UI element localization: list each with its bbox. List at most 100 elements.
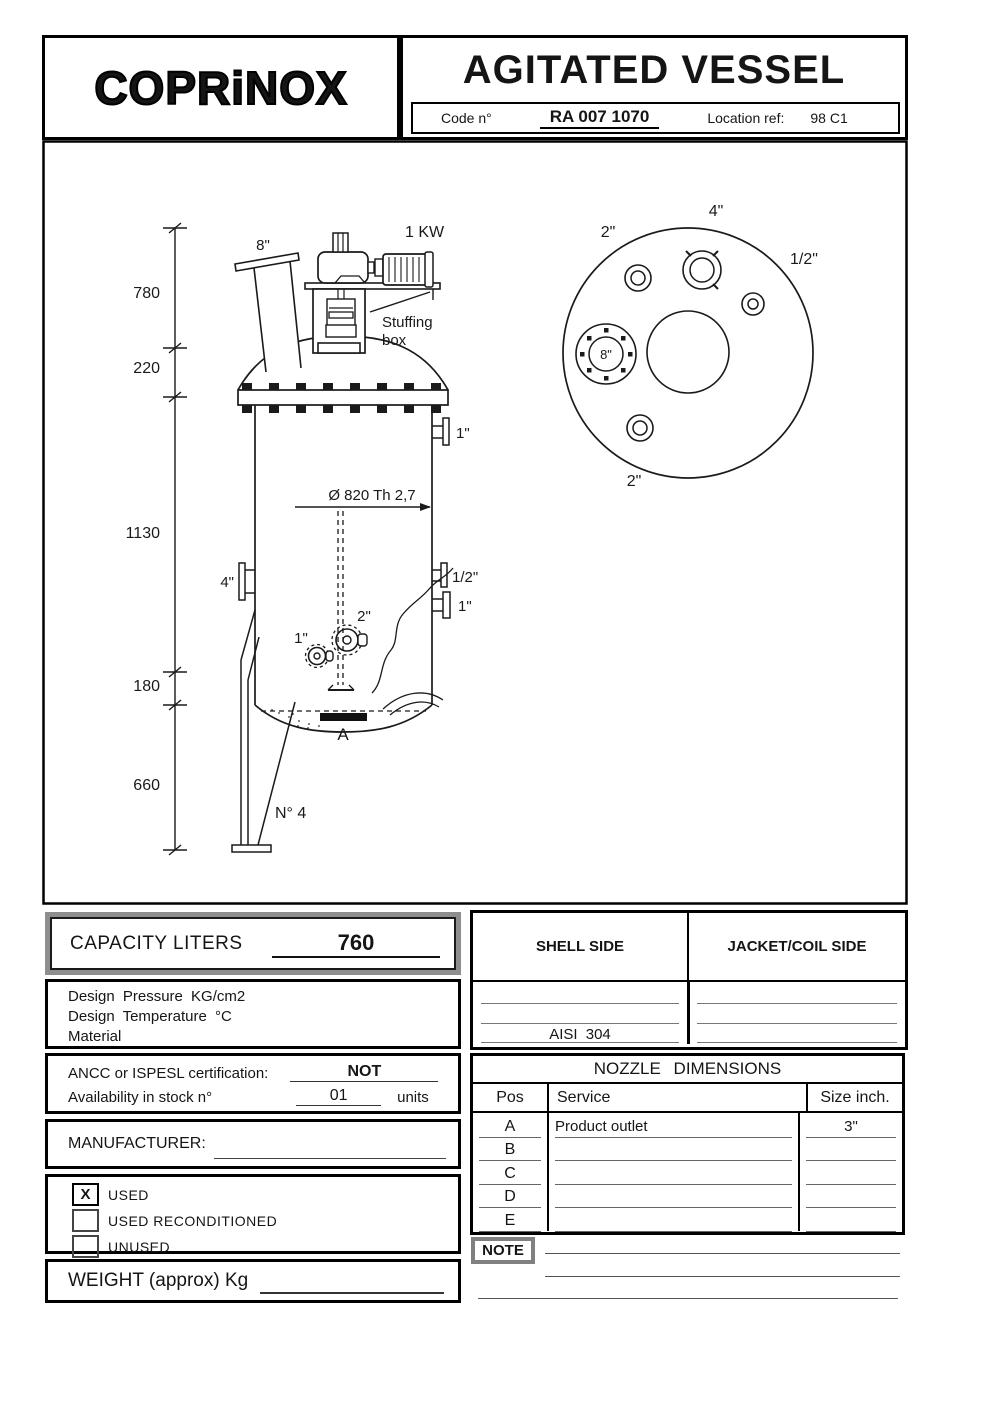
vessel-top-view bbox=[562, 227, 814, 479]
motor bbox=[382, 251, 434, 288]
service-cell: Product outlet bbox=[555, 1113, 792, 1138]
jacket-material-line bbox=[697, 1042, 897, 1043]
vessel-side-view bbox=[231, 232, 454, 853]
sides-table-body: AISI 304 bbox=[473, 982, 905, 1044]
top-view-nozzle-2in-lower bbox=[626, 414, 654, 442]
size-cell bbox=[806, 1207, 896, 1232]
weight-box: WEIGHT (approx) Kg bbox=[45, 1259, 461, 1303]
sides-table: SHELL SIDE JACKET/COIL SIDE AISI 304 bbox=[470, 910, 908, 1050]
diameter-note: Ø 820 Th 2,7 bbox=[328, 487, 415, 504]
title-box: AGITATED VESSEL Code n° RA 007 1070 Loca… bbox=[400, 35, 908, 140]
weight-blank-line bbox=[260, 1280, 444, 1294]
nozzle-8in-side bbox=[234, 252, 302, 373]
top-label-half: 1/2" bbox=[790, 251, 818, 268]
pos-cell: B bbox=[479, 1137, 541, 1162]
page-title: AGITATED VESSEL bbox=[462, 48, 846, 92]
nozzle-dimensions-table: NOZZLE DIMENSIONS Pos Service Size inch.… bbox=[470, 1053, 905, 1235]
nozzle-row-b: B bbox=[473, 1136, 902, 1162]
pos-cell: D bbox=[479, 1184, 541, 1209]
dished-bottom bbox=[254, 704, 433, 733]
weight-label: WEIGHT (approx) Kg bbox=[68, 1270, 249, 1291]
top-label-4in: 4" bbox=[709, 203, 724, 220]
nozzle-1in-upper bbox=[432, 417, 450, 446]
jacket-pressure-line bbox=[697, 1003, 897, 1004]
used-label: USED bbox=[108, 1186, 149, 1203]
stock-value: 01 bbox=[296, 1087, 382, 1106]
top-view-shell bbox=[562, 227, 814, 479]
size-cell bbox=[806, 1184, 896, 1209]
condition-option-used-reconditioned: USED RECONDITIONED bbox=[72, 1209, 458, 1232]
top-label-8in: 8" bbox=[600, 347, 612, 362]
design-pressure-label: Design Pressure KG/cm2 bbox=[68, 988, 246, 1005]
service-cell bbox=[555, 1184, 792, 1209]
manufacturer-blank-line bbox=[213, 1144, 446, 1159]
shell-material-value: AISI 304 bbox=[549, 1026, 611, 1043]
jacket-temperature-line bbox=[697, 1023, 897, 1024]
note-line-3 bbox=[478, 1298, 898, 1299]
nozzle-2in-bottom-label: 2" bbox=[357, 608, 371, 625]
manufacturer-box: MANUFACTURER: bbox=[45, 1119, 461, 1169]
code-value: RA 007 1070 bbox=[539, 107, 660, 129]
logo-box: COPRiNOX bbox=[42, 35, 400, 140]
dim-1130: 1130 bbox=[126, 525, 161, 542]
legs-count-label: N° 4 bbox=[275, 805, 306, 822]
code-row: Code n° RA 007 1070 Location ref: 98 C1 bbox=[411, 102, 900, 134]
nozzle-4in-left bbox=[238, 562, 255, 601]
nozzle-4in-label: 4" bbox=[220, 574, 234, 591]
used-reconditioned-checkbox bbox=[72, 1209, 99, 1232]
location-ref-label: Location ref: bbox=[707, 110, 785, 126]
note-line-1 bbox=[545, 1253, 900, 1254]
top-view-nozzle-half bbox=[741, 292, 765, 316]
shell-material-line bbox=[481, 1042, 679, 1043]
nozzle-row-a: A Product outlet 3" bbox=[473, 1113, 902, 1138]
nozzle-row-d: D bbox=[473, 1183, 902, 1209]
dimension-chain bbox=[163, 222, 187, 856]
stuffing-box-label-2: box bbox=[382, 332, 407, 349]
pos-cell: A bbox=[479, 1113, 541, 1138]
drawing-border bbox=[42, 140, 908, 905]
nozzle-1in-bottom bbox=[304, 643, 334, 669]
service-cell bbox=[555, 1207, 792, 1232]
nozzle-8in-label: 8" bbox=[256, 237, 270, 254]
certification-box: ANCC or ISPESL certification: NOT Availa… bbox=[45, 1053, 461, 1114]
vessel-technical-drawing: 780 220 1130 180 660 bbox=[42, 140, 908, 905]
jacket-cutaway bbox=[371, 567, 454, 716]
stock-units-label: units bbox=[397, 1089, 429, 1106]
condition-box: X USED USED RECONDITIONED UNUSED bbox=[45, 1174, 461, 1258]
certification-value: NOT bbox=[290, 1063, 439, 1082]
col-header-pos: Pos bbox=[473, 1084, 549, 1111]
material-label: Material bbox=[68, 1028, 122, 1045]
condition-option-unused: UNUSED bbox=[72, 1235, 458, 1258]
design-temperature-label: Design Temperature °C bbox=[68, 1008, 232, 1025]
outlet-a-label: A bbox=[337, 725, 349, 744]
support-legs bbox=[231, 609, 296, 853]
service-cell bbox=[555, 1137, 792, 1162]
agitator-drive bbox=[304, 232, 441, 354]
nozzle-table-title: NOZZLE DIMENSIONS bbox=[473, 1056, 902, 1084]
nozzle-row-c: C bbox=[473, 1160, 902, 1185]
service-cell bbox=[555, 1160, 792, 1185]
top-view-nozzle-8in bbox=[575, 323, 637, 385]
size-cell bbox=[806, 1137, 896, 1162]
pos-cell: C bbox=[479, 1160, 541, 1185]
unused-checkbox bbox=[72, 1235, 99, 1258]
note-label-box: NOTE bbox=[471, 1237, 535, 1264]
outlet-a-flange bbox=[320, 713, 367, 721]
dim-180: 180 bbox=[133, 678, 160, 695]
col-header-size: Size inch. bbox=[820, 1089, 890, 1106]
top-label-2in-upper: 2" bbox=[601, 224, 616, 241]
nozzle-table-header: Pos Service Size inch. bbox=[473, 1084, 902, 1113]
col-header-service: Service bbox=[549, 1084, 808, 1111]
size-cell bbox=[806, 1160, 896, 1185]
top-label-2in-lower: 2" bbox=[627, 473, 642, 490]
dim-780: 780 bbox=[133, 285, 160, 302]
condition-option-used: X USED bbox=[72, 1183, 458, 1206]
stock-label: Availability in stock n° bbox=[68, 1089, 213, 1106]
shell-pressure-line bbox=[481, 1003, 679, 1004]
note-label: NOTE bbox=[482, 1242, 524, 1259]
used-reconditioned-label: USED RECONDITIONED bbox=[108, 1212, 278, 1229]
nozzle-1in-bottom-label: 1" bbox=[294, 630, 308, 647]
nozzle-half-right bbox=[432, 562, 448, 588]
stuffing-box-label-1: Stuffing bbox=[382, 314, 433, 331]
